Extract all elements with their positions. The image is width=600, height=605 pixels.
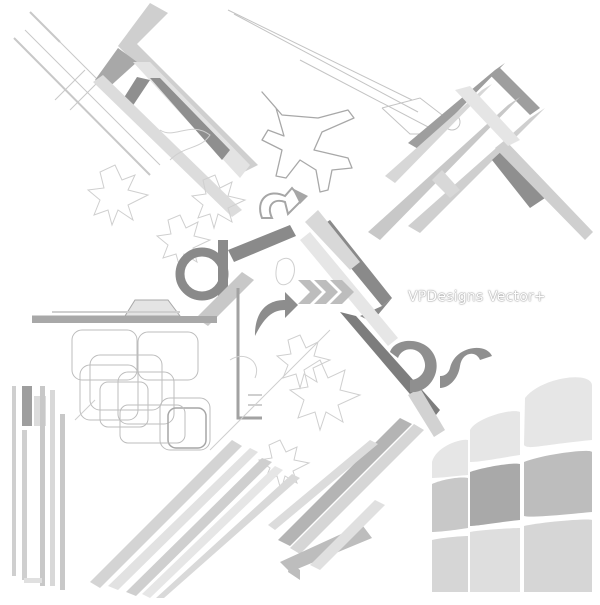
watermark-text: VPDesigns Vector+ [408, 289, 546, 305]
top-left-brackets [93, 3, 258, 217]
center-frame [236, 280, 354, 420]
bottom-right-band [268, 418, 424, 580]
hook-emblem [390, 340, 492, 393]
curved-arrow-icon [255, 292, 298, 336]
chevrons-icon [298, 280, 354, 304]
airplane-icon [261, 91, 355, 193]
up-arrow-icon [259, 186, 308, 219]
left-strip [32, 299, 217, 323]
top-right-structure [368, 63, 593, 240]
left-vertical-bars [12, 386, 65, 590]
misc-sketch-lines [74, 257, 331, 451]
central-diagonal-band [300, 210, 445, 437]
d-emblem [175, 225, 296, 326]
rounded-box-sketches [71, 329, 211, 451]
maple-leaf-icon [86, 128, 362, 492]
rounded-tile-grid [432, 377, 592, 592]
top-left-thin-lines [13, 11, 176, 176]
bottom-diagonal-band [90, 440, 300, 598]
